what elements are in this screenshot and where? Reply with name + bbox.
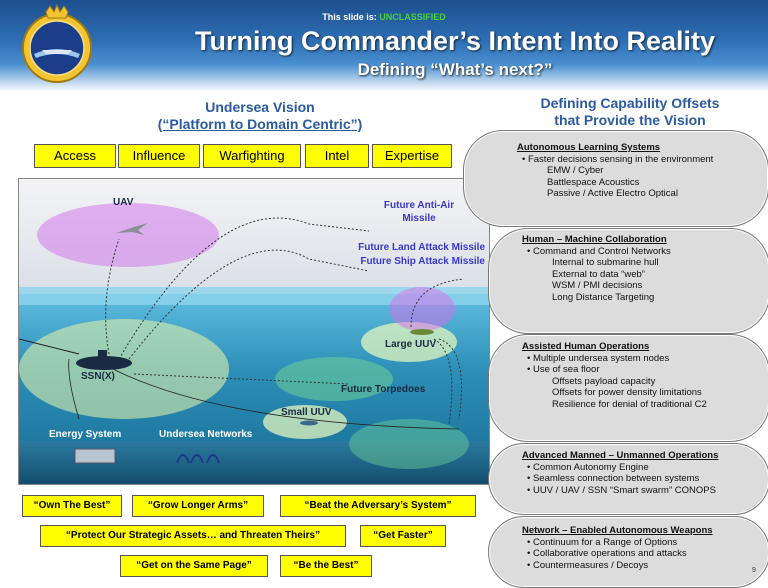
submarine-icon [76,350,132,370]
slogan-grow-longer-arms: “Grow Longer Arms” [132,495,264,517]
group-line: Offsets payload capacity [552,375,656,387]
navy-seal-logo [22,4,92,83]
slogan-same-page: “Get on the Same Page” [120,555,268,577]
group-line: Internal to submarine hull [552,257,659,268]
future-land-attack-label: Future Land Attack Missile [358,242,485,253]
group-human-machine: Human – Machine Collaboration • Command … [522,234,671,303]
offsets-title-line2: that Provide the Vision [554,112,706,128]
slogan-beat-the-adversary: “Beat the Adversary’s System” [280,495,476,517]
small-uuv-label: Small UUV [281,407,332,418]
group-line: • Common Autonomy Engine [527,461,649,473]
page-number: 9 [752,567,756,574]
group-heading: Network – Enabled Autonomous Weapons [522,525,713,536]
undersea-vision-subheading: (“Platform to Domain Centric”) [157,116,363,132]
group-manned-unmanned: Advanced Manned – Unmanned Operations • … [522,450,718,496]
slide-title: Turning Commander’s Intent Into Reality [194,26,716,56]
offsets-title-line1: Defining Capability Offsets [540,95,720,111]
pillar-intel: Intel [305,144,369,168]
group-line: • Continuum for a Range of Options [527,536,678,548]
group-line: EMW / Cyber [547,165,604,176]
group-line: Long Distance Targeting [552,291,655,303]
group-network-weapons: Network – Enabled Autonomous Weapons • C… [522,525,713,571]
group-heading: Autonomous Learning Systems [517,142,661,153]
group-line: WSM / PMI decisions [552,280,643,291]
cloud-human-machine [488,228,768,334]
header-banner [0,0,768,92]
slogan-own-the-best: “Own The Best” [22,495,122,517]
ssn-zone [19,319,229,419]
group-heading: Advanced Manned – Unmanned Operations [522,450,719,461]
future-ship-attack-label: Future Ship Attack Missile [360,256,485,267]
classification-level: UNCLASSIFIED [379,12,446,22]
sea-surface [19,287,489,305]
energy-system-label: Energy System [49,429,122,440]
slogan-be-the-best: “Be the Best” [280,555,372,577]
cloud-network-weapons [488,516,768,588]
group-line: Battlespace Acoustics [547,176,640,188]
undersea-domain-scene: UAV Future Anti-Air Missile Future Land … [18,178,490,485]
slogan-protect-strategic-assets: “Protect Our Strategic Assets… and Threa… [40,525,346,547]
future-anti-air-label: Future Anti-Air Missile [383,200,455,224]
undersea-networks-label: Undersea Networks [159,429,253,440]
group-line: • Seamless connection between systems [527,473,700,484]
group-line: • UUV / UAV / SSN “Smart swarm” CONOPS [527,484,716,496]
ssn-label: SSN(X) [81,371,115,382]
offsets-title: Defining Capability Offsets that Provide… [495,95,765,129]
cloud-manned-unmanned [488,443,768,515]
torpedo-zone [275,357,393,401]
group-heading: Human – Machine Collaboration [522,234,667,245]
pillar-warfighting: Warfighting [203,144,301,168]
future-torpedoes-label: Future Torpedoes [341,384,426,395]
pillar-influence: Influence [118,144,200,168]
group-line: • Collaborative operations and attacks [527,548,687,559]
group-line: External to data “web” [552,268,645,280]
scene-trajectories [19,217,465,430]
seafloor-equipment-icons [74,448,220,464]
group-autonomous-learning: Autonomous Learning Systems • Faster dec… [517,142,713,200]
undersea-vision-heading: Undersea Vision [205,99,315,115]
uav-label: UAV [113,197,134,208]
large-uuv-icon [410,329,434,335]
group-assisted-human: Assisted Human Operations • Multiple und… [522,341,707,410]
classification-prefix: This slide is: [322,12,377,22]
large-uuv-label: Large UUV [385,339,437,350]
group-line: Passive / Active Electro Optical [547,188,678,199]
group-line: • Countermeasures / Decoys [527,559,649,571]
group-line: • Use of sea floor [527,364,600,375]
slogan-get-faster: “Get Faster” [360,525,446,547]
cloud-autonomous-learning [463,130,768,227]
group-line: • Multiple undersea system nodes [527,352,670,364]
group-line: Offsets for power density limitations [552,387,702,398]
classification-banner: This slide is: UNCLASSIFIED [0,12,768,22]
cloud-assisted-human [488,334,768,442]
slide-subtitle: Defining “What’s next?” [357,60,553,79]
uav-zone [37,203,219,267]
group-line: Resilience for denial of traditional C2 [552,398,707,410]
group-line: • Faster decisions sensing in the enviro… [522,153,714,165]
undersea-vision-title: Undersea Vision (“Platform to Domain Cen… [130,99,390,133]
uav-icon [116,223,148,235]
group-line: • Command and Control Networks [527,245,671,257]
large-uuv-antenna-zone [389,287,455,331]
pillar-access: Access [34,144,116,168]
small-uuv-icon [300,420,318,426]
group-heading: Assisted Human Operations [522,341,650,352]
pillar-expertise: Expertise [372,144,452,168]
